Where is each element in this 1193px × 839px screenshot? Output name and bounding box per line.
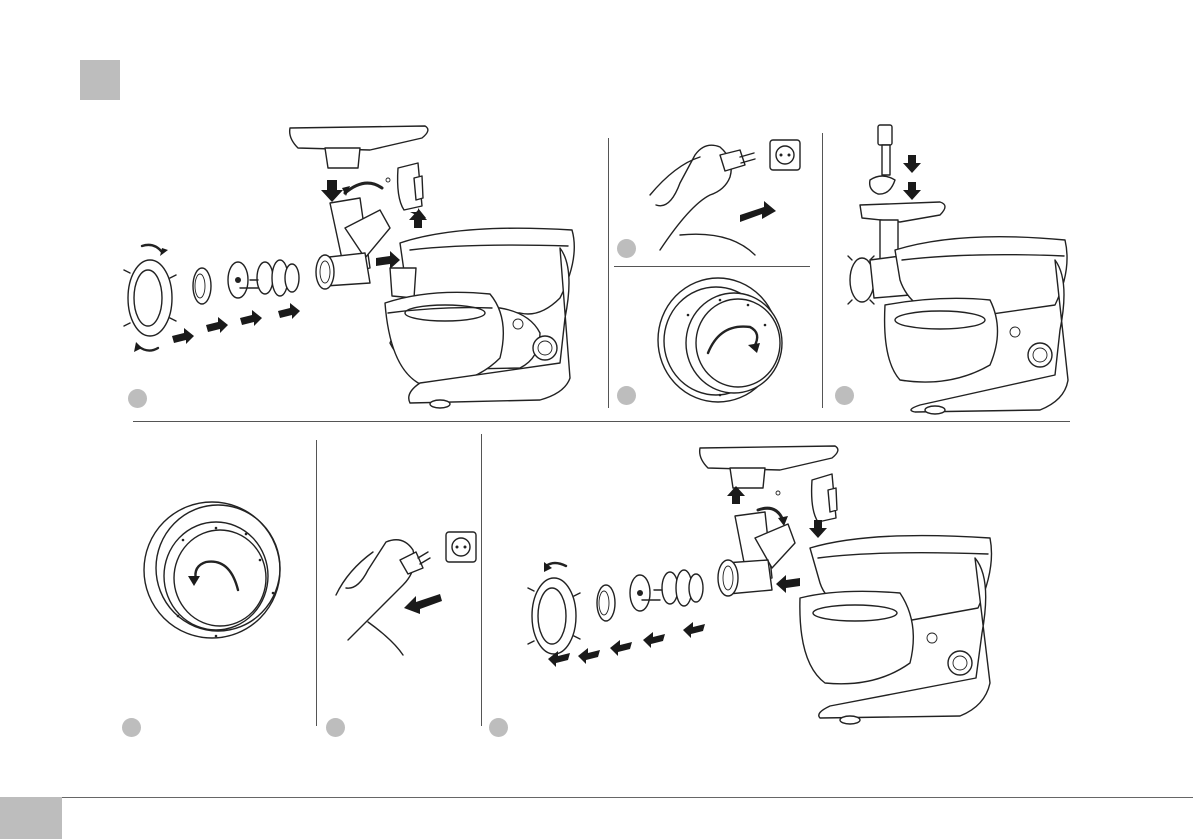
dial-clockwise-illustration: [650, 275, 780, 405]
stand-mixer-icon-3: [800, 536, 992, 724]
food-pusher-icon-2: [812, 474, 837, 522]
footer-bar: [0, 797, 1193, 839]
auger-screw-icon: [250, 260, 299, 296]
footer-page-tab: [0, 797, 62, 839]
feeding-tray-icon: [290, 126, 428, 168]
step-badge-5: [122, 718, 141, 737]
ring-nut-icon-2: [528, 578, 580, 654]
mincing-illustration: [840, 120, 1070, 410]
disassemble-illustration: [520, 438, 1000, 728]
divider-vertical-bottom-1: [316, 440, 317, 726]
unplug-illustration: [328, 530, 478, 660]
divider-vertical-bottom-2: [481, 434, 482, 726]
meat-piece-icon: [870, 176, 895, 194]
grinding-plate-icon: [193, 268, 211, 304]
auger-screw-icon-2: [654, 570, 703, 606]
cutting-blade-icon-2: [630, 575, 660, 611]
divider-vertical-top-2: [822, 133, 823, 408]
grinder-body-icon: [316, 198, 390, 289]
wall-socket-icon: [770, 140, 800, 170]
wall-socket-icon-2: [446, 532, 476, 562]
food-pusher-icon: [398, 163, 423, 210]
step-badge-6: [326, 718, 345, 737]
dial-counterclockwise-illustration: [138, 498, 288, 648]
pusher-icon: [878, 125, 892, 175]
grinding-plate-icon-2: [597, 585, 615, 621]
plug-in-illustration: [620, 135, 810, 255]
step-badge-7: [489, 718, 508, 737]
stand-mixer-icon: [385, 228, 574, 408]
stand-mixer-icon-2: [885, 237, 1068, 414]
step-marker-square: [80, 60, 120, 100]
divider-horizontal-main: [133, 421, 1070, 422]
ring-nut-icon: [124, 260, 176, 336]
